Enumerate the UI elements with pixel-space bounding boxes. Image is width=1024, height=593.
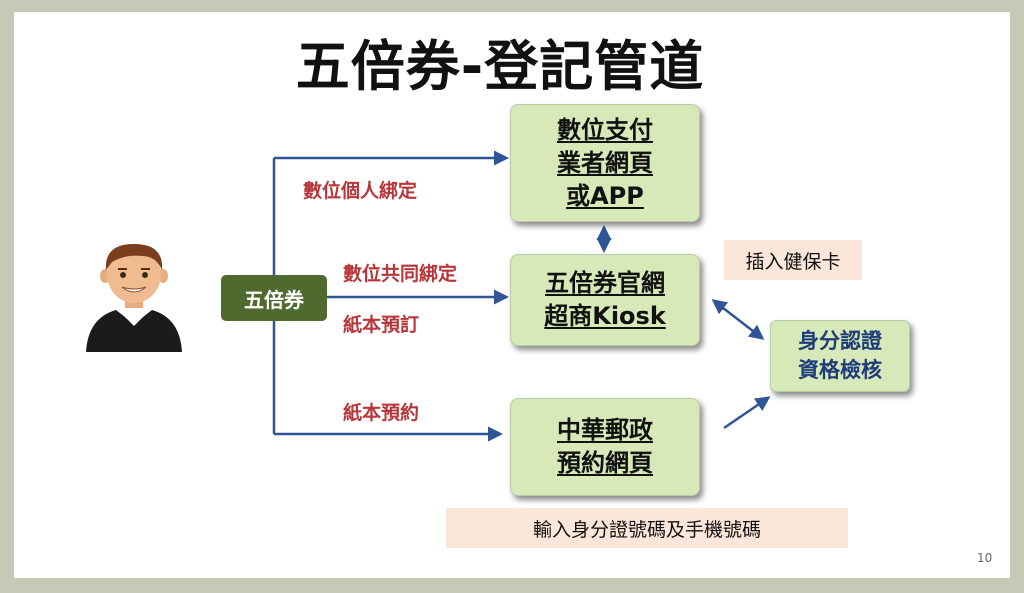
arrow-official-verify	[711, 299, 765, 340]
page-number: 10	[977, 551, 993, 565]
voucher-source-box: 五倍券	[221, 275, 327, 321]
verify-line1: 身分認證	[798, 329, 882, 353]
digital-pay-line3: 或APP	[566, 181, 644, 210]
identity-verification-box: 身分認證 資格檢核	[770, 320, 910, 392]
official-site-box: 五倍券官網 超商Kiosk	[510, 254, 700, 346]
health-card-note: 插入健保卡	[724, 240, 862, 280]
page-title: 五倍券-登記管道	[295, 35, 705, 98]
post-office-box: 中華郵政 預約網頁	[510, 398, 700, 496]
branch-label-personal-binding: 數位個人綁定	[303, 180, 418, 202]
official-site-line1: 五倍券官網	[545, 269, 665, 297]
digital-pay-line1: 數位支付	[557, 115, 653, 144]
digital-pay-box: 數位支付 業者網頁 或APP	[510, 104, 700, 222]
arrow-post-verify	[723, 396, 771, 430]
branch-label-paper-reservation: 紙本預約	[343, 402, 420, 424]
post-office-line1: 中華郵政	[557, 416, 653, 444]
branch-label-joint-binding: 數位共同綁定	[343, 263, 458, 285]
digital-pay-line2: 業者網頁	[557, 148, 653, 177]
official-site-line2: 超商Kiosk	[544, 302, 666, 330]
person-avatar-icon	[86, 244, 182, 352]
verify-line2: 資格檢核	[798, 358, 882, 382]
id-phone-note: 輸入身分證號碼及手機號碼	[446, 508, 848, 548]
post-office-line2: 預約網頁	[557, 449, 653, 477]
branch-label-paper-order: 紙本預訂	[343, 314, 420, 336]
